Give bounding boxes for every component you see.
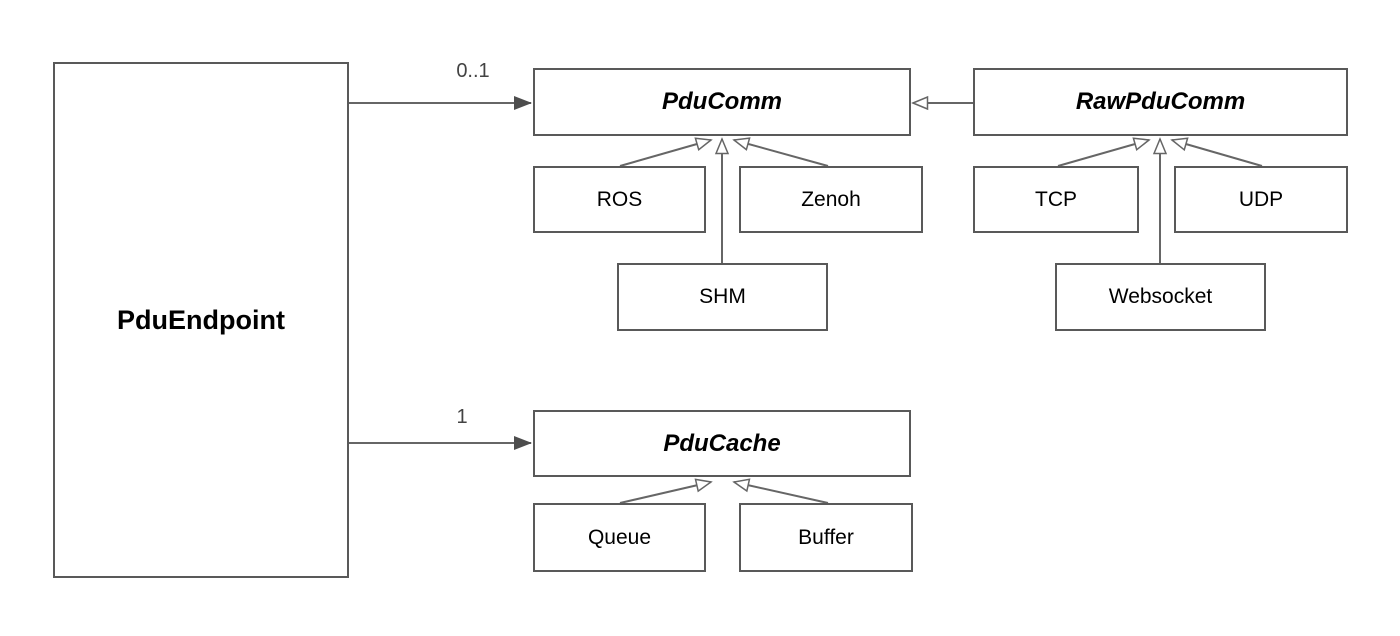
class-box-websocket: Websocket [1055, 263, 1266, 331]
class-label-zenoh: Zenoh [801, 187, 861, 211]
class-label-websocket: Websocket [1108, 285, 1213, 308]
class-box-buffer: Buffer [739, 503, 913, 572]
class-box-rawpducomm: RawPduComm [973, 68, 1348, 136]
class-box-pduendpoint: PduEndpoint [53, 62, 349, 578]
class-label-udp: UDP [1238, 187, 1284, 211]
class-box-shm: SHM [617, 263, 828, 331]
class-box-ros: ROS [533, 166, 706, 233]
edge-udp-to-rawpducomm [1172, 140, 1263, 167]
class-label-rawpducomm: RawPduComm [1075, 88, 1246, 115]
edge-buffer-to-pducache [734, 482, 829, 504]
class-label-pducache: PduCache [663, 429, 781, 457]
class-label-shm: SHM [699, 285, 746, 308]
class-box-udp: UDP [1174, 166, 1348, 233]
edge-queue-to-pducache [619, 482, 711, 504]
class-label-pducomm: PduComm [662, 88, 782, 115]
class-box-pducomm: PduComm [533, 68, 911, 136]
class-label-pduendpoint: PduEndpoint [117, 304, 285, 335]
edge-tcp-to-rawpducomm [1057, 140, 1149, 167]
class-label-queue: Queue [587, 525, 652, 549]
edge-ros-to-pducomm [619, 140, 711, 167]
edge-zenoh-to-pducomm [734, 140, 829, 167]
class-label-buffer: Buffer [798, 525, 854, 549]
class-box-zenoh: Zenoh [739, 166, 923, 233]
class-label-ros: ROS [596, 187, 643, 211]
class-label-tcp: TCP [1035, 187, 1077, 211]
multiplicity-label-pducache: 1 [456, 406, 468, 428]
class-box-tcp: TCP [973, 166, 1139, 233]
multiplicity-label-pducomm: 0..1 [456, 60, 490, 82]
class-box-pducache: PduCache [533, 410, 911, 477]
class-box-queue: Queue [533, 503, 706, 572]
